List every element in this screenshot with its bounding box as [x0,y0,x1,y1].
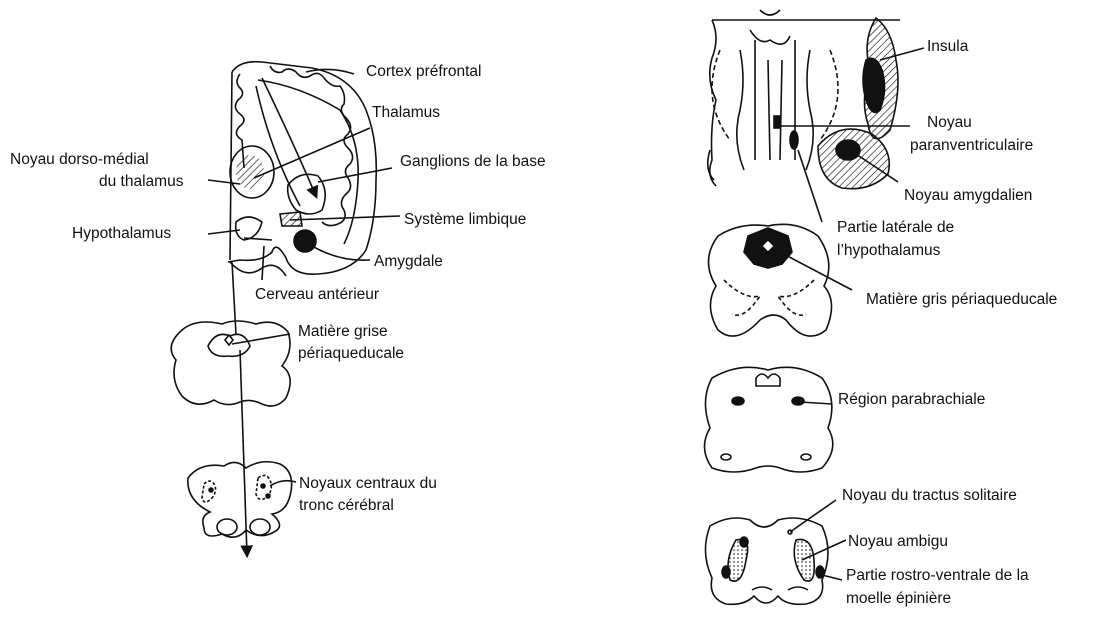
label-noyau-dorso-medial-2: du thalamus [99,172,183,192]
amygdala-shape [294,230,316,252]
label-noyaux-centraux-2: tronc cérébral [299,496,394,516]
label-partie-rostro-2: moelle épinière [846,589,951,609]
paraventricular-nucleus-shape [774,116,780,128]
label-amygdale: Amygdale [374,252,443,272]
label-systeme-limbique: Système limbique [404,210,526,230]
label-thalamus: Thalamus [372,103,440,123]
label-noyau-pv-2: paranventriculaire [910,136,1033,156]
label-cortex-prefrontal: Cortex préfrontal [366,62,481,82]
label-matiere-grise-2: périaqueducale [298,344,404,364]
descending-tract [232,262,236,335]
label-noyau-dorso-medial-1: Noyau dorso-médial [10,150,149,170]
label-cerveau-anterieur: Cerveau antérieur [255,285,379,305]
label-noyau-amygdalien: Noyau amygdalien [904,186,1032,206]
pons-section [704,367,832,472]
label-noyau-tractus: Noyau du tractus solitaire [842,486,1017,506]
descending-tract-lower [240,350,247,555]
parabrachial-right-shape [792,397,804,405]
label-noyau-ambigu: Noyau ambigu [848,532,948,552]
label-partie-laterale-1: Partie latérale de [837,218,954,238]
label-noyau-pv-1: Noyau [927,113,972,133]
midbrain-section [171,321,290,406]
amygdaloid-nucleus-shape [836,140,860,160]
label-partie-laterale-2: l’hypothalamus [837,241,940,261]
medulla-section [188,462,292,537]
lateral-hypothalamus-shape [790,131,798,149]
label-ganglions: Ganglions de la base [400,152,546,172]
parabrachial-left-shape [732,397,744,405]
label-matiere-gris-peri: Matière gris périaqueducale [866,290,1057,310]
dorsomedial-nucleus [236,155,264,189]
label-partie-rostro-1: Partie rostro-ventrale de la [846,566,1029,586]
label-matiere-grise-1: Matière grise [298,322,388,342]
label-insula: Insula [927,37,968,57]
label-noyaux-centraux-1: Noyaux centraux du [299,474,437,494]
label-hypothalamus: Hypothalamus [72,224,171,244]
coronal-section [708,10,900,189]
forebrain-outline [228,62,376,276]
label-region-parabrachiale: Région parabrachiale [838,390,985,410]
